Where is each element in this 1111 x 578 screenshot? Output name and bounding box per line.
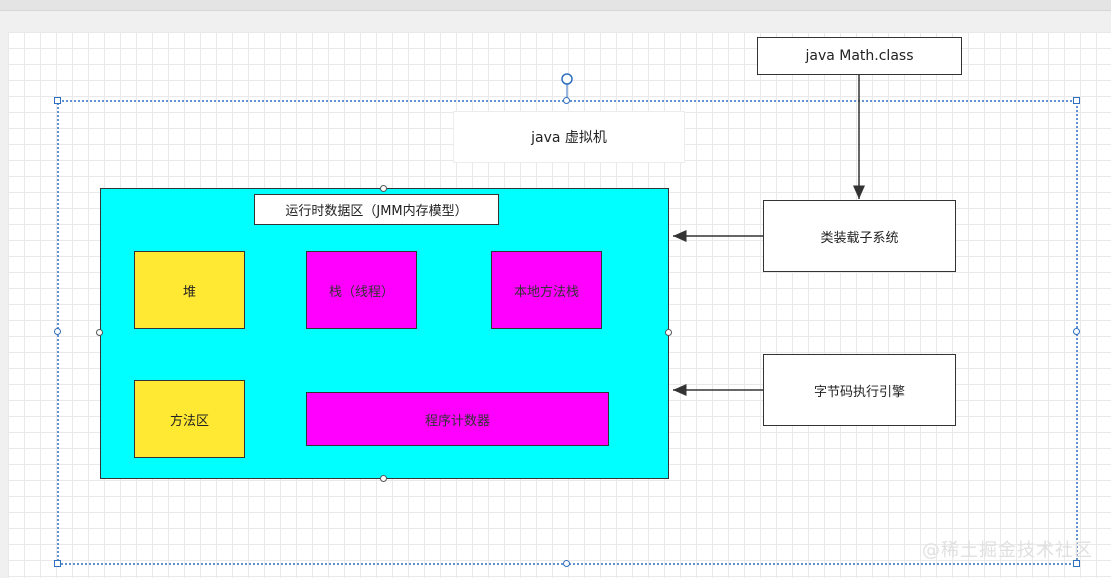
class-file-label: java Math.class bbox=[805, 48, 914, 64]
method-area-node[interactable]: 方法区 bbox=[134, 380, 245, 458]
resize-handle-right[interactable] bbox=[1073, 328, 1080, 335]
method-area-label: 方法区 bbox=[169, 413, 209, 429]
stack-node[interactable]: 栈（线程） bbox=[306, 251, 417, 329]
execution-engine-node[interactable]: 字节码执行引擎 bbox=[763, 354, 956, 426]
jvm-title-node[interactable]: java 虚拟机 bbox=[453, 111, 685, 163]
runtime-area-handle-left[interactable] bbox=[96, 329, 103, 336]
runtime-area-handle-bottom[interactable] bbox=[380, 475, 387, 482]
runtime-area-title-node[interactable]: 运行时数据区（JMM内存模型） bbox=[254, 194, 499, 225]
heap-label: 堆 bbox=[182, 284, 196, 300]
top-toolbar-strip bbox=[0, 0, 1111, 11]
execution-engine-label: 字节码执行引擎 bbox=[813, 384, 905, 400]
program-counter-node[interactable]: 程序计数器 bbox=[306, 392, 609, 446]
rotation-handle bbox=[561, 73, 573, 85]
native-method-stack-label: 本地方法栈 bbox=[513, 284, 579, 300]
jvm-title-label: java 虚拟机 bbox=[531, 130, 607, 146]
class-loader-label: 类装载子系统 bbox=[820, 230, 899, 246]
resize-handle-left[interactable] bbox=[54, 328, 61, 335]
runtime-area-handle-top[interactable] bbox=[380, 185, 387, 192]
class-loader-node[interactable]: 类装载子系统 bbox=[763, 200, 956, 272]
resize-handle-bl[interactable] bbox=[54, 560, 61, 567]
resize-handle-br[interactable] bbox=[1073, 560, 1080, 567]
stack-label: 栈（线程） bbox=[328, 284, 394, 300]
resize-handle-top[interactable] bbox=[563, 97, 570, 104]
watermark-text: @稀土掘金技术社区 bbox=[922, 540, 1093, 561]
class-file-node[interactable]: java Math.class bbox=[757, 37, 962, 75]
runtime-area-title: 运行时数据区（JMM内存模型） bbox=[285, 204, 468, 219]
runtime-area-handle-right[interactable] bbox=[665, 329, 672, 336]
resize-handle-bottom[interactable] bbox=[563, 560, 570, 567]
resize-handle-tl[interactable] bbox=[54, 97, 61, 104]
heap-node[interactable]: 堆 bbox=[134, 251, 245, 329]
resize-handle-tr[interactable] bbox=[1073, 97, 1080, 104]
native-method-stack-node[interactable]: 本地方法栈 bbox=[491, 251, 602, 329]
program-counter-label: 程序计数器 bbox=[424, 413, 490, 429]
